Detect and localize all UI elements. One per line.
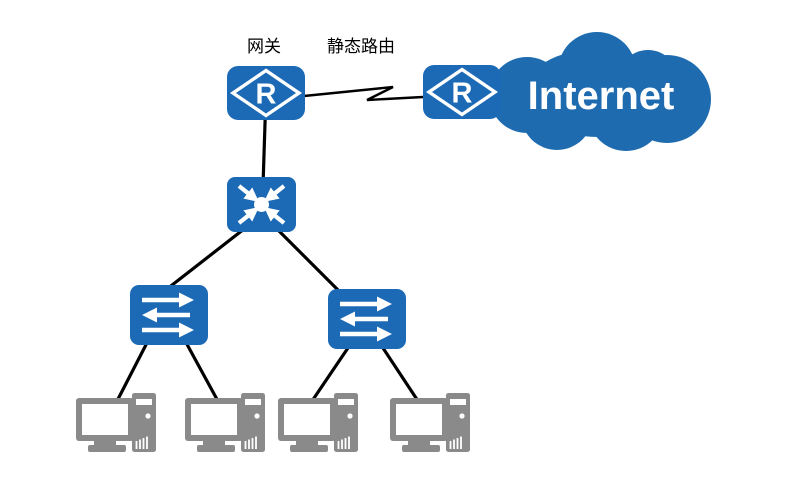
core-switch-icon [227,177,296,232]
cloud-center [524,49,672,137]
gateway-router-icon [227,66,305,120]
link-gateway-core [261,107,268,187]
link-gateway-internet-zigzag [303,85,424,102]
link-switchright-pc3 [308,341,354,405]
pc-1-icon [75,392,157,453]
pc-2-icon [184,392,266,453]
pc-3-icon [277,392,359,453]
gateway-label: 网关 [247,37,281,56]
static-route-label: 静态路由 [327,37,395,56]
internet-label: Internet [528,74,675,118]
internet-router-icon [423,65,501,119]
internet-cloud [489,32,711,151]
link-switchleft-pc2 [181,336,221,404]
pc-4-icon [389,392,471,453]
access-switch-right-icon [328,289,406,349]
link-switchright-pc4 [377,341,422,405]
link-core-switch-left [157,220,254,298]
access-switch-left-icon [130,285,208,345]
links [114,85,424,405]
link-switchleft-pc1 [114,336,152,404]
link-core-switch-right [268,220,352,304]
